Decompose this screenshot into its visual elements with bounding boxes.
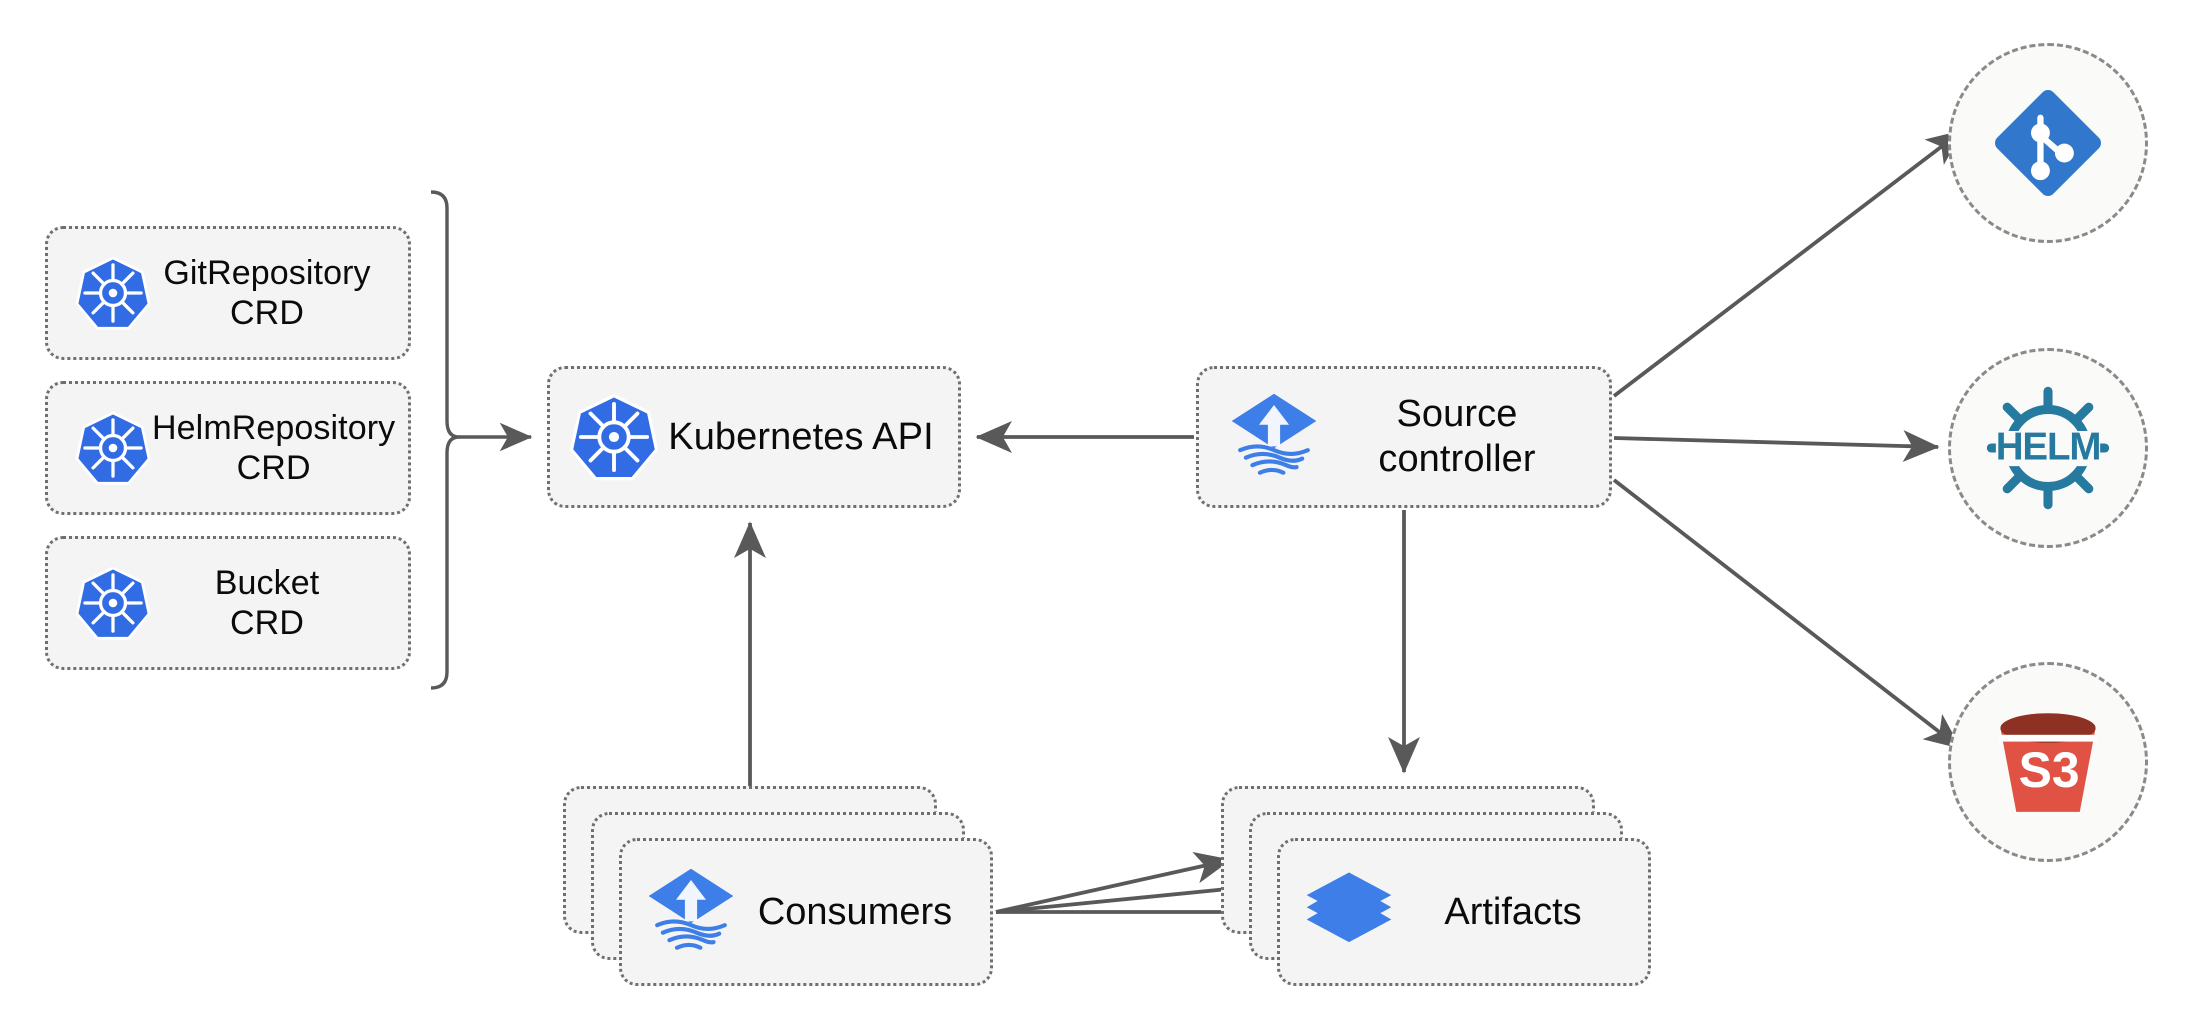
node-bucket-crd[interactable]: Bucket CRD bbox=[45, 536, 411, 670]
kubernetes-icon bbox=[74, 409, 152, 487]
flux-icon bbox=[1227, 390, 1321, 484]
kubernetes-icon bbox=[74, 564, 152, 642]
edge-source-controller-to-git bbox=[1612, 129, 1964, 398]
source-controller-label: Source controller bbox=[1378, 393, 1536, 480]
gitrepository-crd-label: GitRepository CRD bbox=[163, 253, 371, 332]
edge-source-controller-to-s3 bbox=[1612, 478, 1962, 750]
artifacts-stack-sheet-front[interactable]: Artifacts bbox=[1277, 838, 1651, 986]
node-helm-provider[interactable]: HELM bbox=[1948, 348, 2148, 548]
bucket-crd-label: Bucket CRD bbox=[214, 563, 320, 642]
git-icon bbox=[1985, 80, 2111, 206]
consumers-label: Consumers bbox=[757, 890, 953, 933]
node-kubernetes-api[interactable]: Kubernetes API bbox=[547, 366, 961, 508]
consumers-stack-sheet-front[interactable]: Consumers bbox=[619, 838, 993, 986]
node-helmrepository-crd[interactable]: HelmRepository CRD bbox=[45, 381, 411, 515]
edge-consumers-to-artifacts-2 bbox=[995, 873, 1260, 914]
layers-icon bbox=[1302, 865, 1396, 959]
node-source-controller[interactable]: Source controller bbox=[1196, 366, 1612, 508]
s3-icon bbox=[1980, 694, 2116, 830]
kubernetes-icon bbox=[568, 391, 660, 483]
node-consumers[interactable]: Consumers bbox=[563, 786, 993, 986]
helm-icon bbox=[1980, 380, 2116, 516]
edge-source-controller-to-helm bbox=[1613, 430, 1940, 462]
helmrepository-crd-label: HelmRepository CRD bbox=[152, 408, 396, 487]
kubernetes-icon bbox=[74, 254, 152, 332]
node-s3-provider[interactable]: S3 bbox=[1948, 662, 2148, 862]
artifacts-label: Artifacts bbox=[1444, 890, 1582, 933]
flux-icon bbox=[644, 865, 738, 959]
node-artifacts[interactable]: Artifacts bbox=[1221, 786, 1651, 986]
crd-group-bracket bbox=[430, 190, 461, 690]
node-git-provider[interactable]: Git bbox=[1948, 43, 2148, 243]
node-gitrepository-crd[interactable]: GitRepository CRD bbox=[45, 226, 411, 360]
kubernetes-api-label: Kubernetes API bbox=[668, 415, 934, 458]
edge-consumers-to-artifacts-1 bbox=[995, 852, 1232, 914]
